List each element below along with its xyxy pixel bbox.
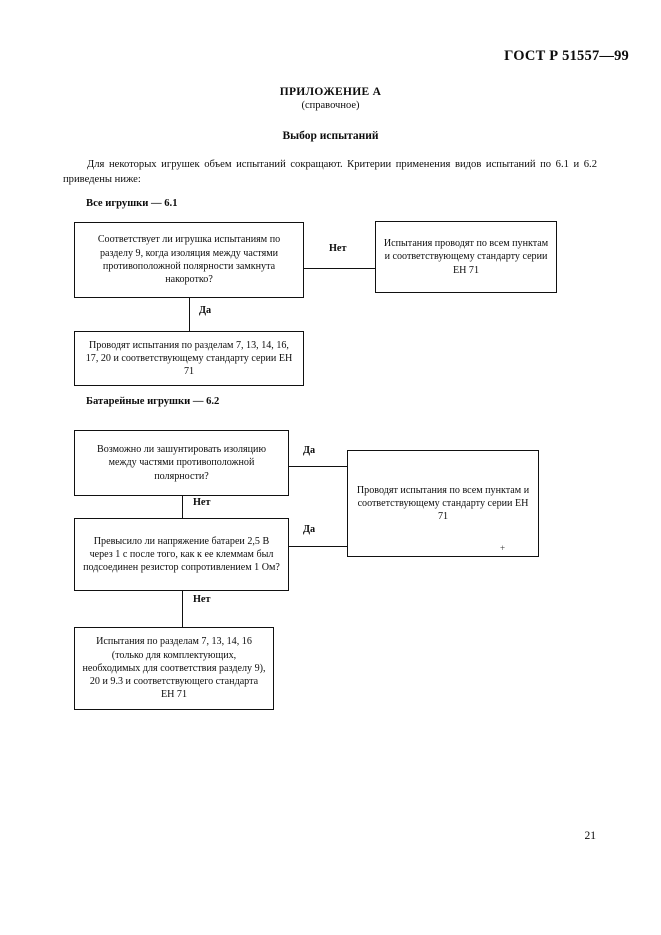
print-artifact-mark: + — [500, 543, 506, 553]
flowchart-2-result-no-text: Испытания по разделам 7, 13, 14, 16 (тол… — [82, 636, 266, 701]
flowchart-1-result-no-box: Испытания проводят по всем пунктам и соо… — [375, 221, 557, 293]
flowchart-1-result-yes-box: Проводят испытания по разделам 7, 13, 14… — [74, 331, 304, 386]
flowchart-1-decision-text: Соответствует ли игрушка испытаниям по р… — [97, 234, 281, 286]
flowchart-1-decision-box: Соответствует ли игрушка испытаниям по р… — [74, 222, 304, 298]
flowchart-2-heading: Батарейные игрушки — 6.2 — [86, 396, 220, 407]
flowchart-1-connector-yes — [189, 298, 190, 331]
appendix-title: ПРИЛОЖЕНИЕ А — [279, 86, 382, 98]
standard-header: ГОСТ Р 51557—99 — [504, 48, 629, 64]
intro-paragraph: Для некоторых игрушек объем испытаний со… — [63, 159, 597, 185]
flowchart-1-result-yes-text: Проводят испытания по разделам 7, 13, 14… — [85, 339, 293, 378]
section-title: Выбор испытаний — [282, 130, 379, 142]
flowchart-1-edge-label-yes: Да — [196, 305, 215, 316]
flowchart-2-connector-no-1 — [182, 496, 183, 518]
flowchart-2-result-yes-text: Проводят испытания по всем пунктам и соо… — [356, 484, 530, 523]
flowchart-2-connector-no-2 — [182, 591, 183, 627]
flowchart-2-result-no-box: Испытания по разделам 7, 13, 14, 16 (тол… — [74, 627, 274, 710]
flowchart-2-edge-label-yes-1: Да — [300, 445, 319, 456]
flowchart-2-result-yes-box: Проводят испытания по всем пунктам и соо… — [347, 450, 539, 557]
flowchart-1-connector-no — [304, 268, 375, 269]
page-number: 21 — [584, 830, 597, 842]
flowchart-2-decision-1-box: Возможно ли зашунтировать изоляцию между… — [74, 430, 289, 496]
flowchart-2-decision-2-box: Превысило ли напряжение батареи 2,5 В че… — [74, 518, 289, 591]
flowchart-2-edge-label-no-1: Нет — [190, 497, 214, 508]
flowchart-2-decision-1-text: Возможно ли зашунтировать изоляцию между… — [97, 444, 266, 482]
flowchart-2-connector-yes-2 — [289, 546, 347, 547]
flowchart-1-heading: Все игрушки — 6.1 — [86, 198, 178, 209]
flowchart-2-edge-label-no-2: Нет — [190, 594, 214, 605]
appendix-subtitle: (справочное) — [301, 100, 360, 111]
flowchart-2-connector-yes-1 — [289, 466, 347, 467]
flowchart-1-edge-label-no: Нет — [326, 243, 350, 254]
flowchart-1-result-no-text: Испытания проводят по всем пунктам и соо… — [383, 238, 549, 276]
flowchart-2-edge-label-yes-2: Да — [300, 524, 319, 535]
flowchart-2-decision-2-text: Превысило ли напряжение батареи 2,5 В че… — [83, 535, 280, 574]
